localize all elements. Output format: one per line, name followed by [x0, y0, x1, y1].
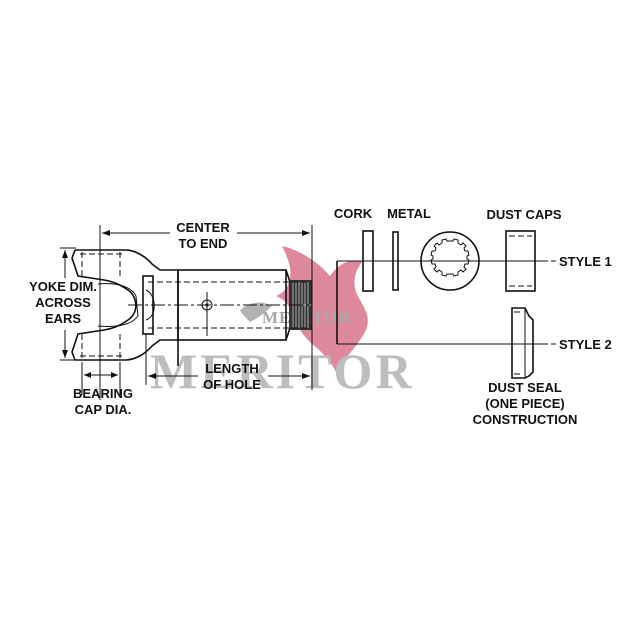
cork-washer	[362, 230, 374, 292]
yoke-dim-label-line2: ACROSS	[35, 295, 91, 310]
meritor-bull-logo-watermark	[240, 246, 368, 372]
yoke-dim-dimension	[60, 247, 76, 361]
splined-washer	[420, 231, 480, 291]
length-of-hole-label-line1: LENGTH	[205, 361, 258, 376]
dust-cap	[505, 230, 536, 292]
center-to-end-dimension	[99, 225, 313, 400]
style2-label: STYLE 2	[559, 337, 612, 352]
dust-seal-label-line3: CONSTRUCTION	[473, 412, 578, 427]
length-of-hole-label-line2: OF HOLE	[203, 377, 261, 392]
center-to-end-label-line1: CENTER	[176, 220, 230, 235]
meritor-large-watermark: MERITOR	[150, 343, 415, 399]
yoke-dim-label-line3: EARS	[45, 311, 81, 326]
cork-label: CORK	[334, 206, 373, 221]
metal-washer	[392, 231, 399, 291]
length-of-hole-dimension	[145, 334, 310, 385]
bearing-cap-dimension	[81, 362, 121, 395]
bearing-cap-label-line2: CAP DIA.	[75, 402, 132, 417]
dust-seal-label-line2: (ONE PIECE)	[485, 396, 564, 411]
yoke-dim-label-line1: YOKE DIM.	[29, 279, 97, 294]
bearing-cap-label-line1: BEARING	[73, 386, 133, 401]
metal-label: METAL	[387, 206, 431, 221]
style1-label: STYLE 1	[559, 254, 612, 269]
dust-seal	[511, 307, 534, 379]
center-to-end-label-line2: TO END	[179, 236, 228, 251]
dust-seal-label-line1: DUST SEAL	[488, 380, 562, 395]
dust-caps-label: DUST CAPS	[486, 207, 561, 222]
